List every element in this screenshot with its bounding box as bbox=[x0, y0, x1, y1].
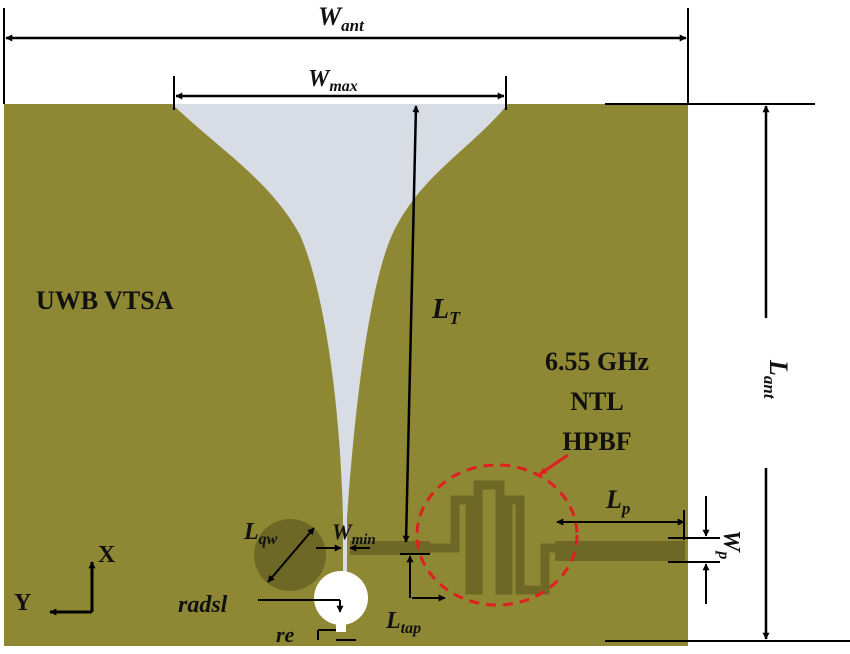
l-qw-label: Lqw bbox=[243, 519, 278, 548]
filter-name-label: HPBF bbox=[562, 427, 631, 456]
radsl-label: radsl bbox=[178, 592, 228, 618]
w-min-label: Wmin bbox=[332, 519, 376, 548]
l-qw-dimension bbox=[267, 527, 315, 583]
w-ant-label: Want bbox=[318, 2, 365, 35]
w-p-label: Wp bbox=[715, 530, 744, 559]
slot-cavity bbox=[314, 571, 368, 625]
l-t-label: LT bbox=[431, 294, 461, 328]
filter-type-label: NTL bbox=[570, 387, 623, 416]
tapered-slot bbox=[172, 104, 508, 518]
y-axis-label: Y bbox=[14, 590, 31, 616]
filter-freq-label: 6.55 GHz bbox=[545, 347, 649, 376]
w-max-label: Wmax bbox=[308, 66, 358, 95]
l-p-label: Lp bbox=[605, 485, 630, 518]
antenna-name: UWB VTSA bbox=[36, 286, 174, 315]
l-t-dimension bbox=[402, 105, 420, 543]
filter-resonator bbox=[430, 480, 555, 595]
filter-pointer-arrow bbox=[539, 453, 569, 476]
l-ant-label: Lant bbox=[760, 359, 793, 400]
re-label: re bbox=[276, 622, 295, 647]
output-feed-line bbox=[555, 541, 685, 561]
feed-line bbox=[350, 541, 430, 555]
filter-highlight-circle bbox=[415, 463, 579, 607]
x-axis-label: X bbox=[98, 542, 116, 568]
l-tap-label: Ltap bbox=[385, 608, 421, 637]
